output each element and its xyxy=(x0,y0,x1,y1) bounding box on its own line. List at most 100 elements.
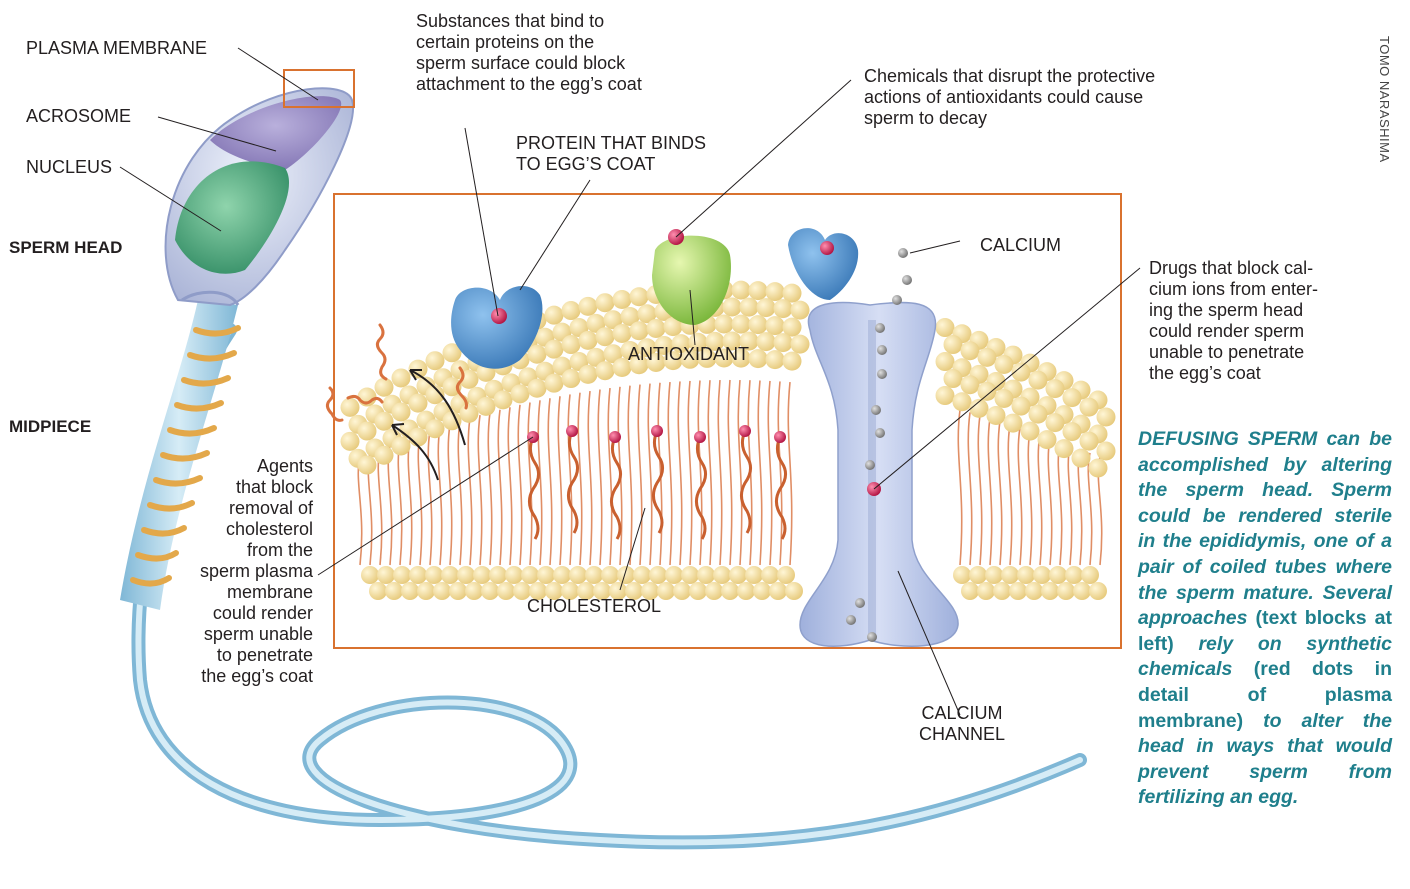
lipid-head xyxy=(585,566,603,584)
lipid-head xyxy=(630,287,649,306)
lipid-head xyxy=(1097,408,1116,427)
lipid-head xyxy=(749,315,768,334)
lipid-head xyxy=(766,350,785,369)
sperm-head xyxy=(166,88,353,305)
lipid-head xyxy=(392,368,411,387)
lipid-head xyxy=(665,566,683,584)
lipid-tail xyxy=(528,403,531,566)
lipid-head xyxy=(978,382,997,401)
lipid-tail xyxy=(1028,431,1031,565)
lipid-head xyxy=(596,293,615,312)
lipid-tail xyxy=(518,405,521,565)
lipid-head xyxy=(426,351,445,370)
lipid-tail xyxy=(678,381,681,565)
lipid-head xyxy=(713,566,731,584)
lipid-tail xyxy=(728,380,731,565)
lipid-head xyxy=(953,566,971,584)
lipid-head xyxy=(1009,582,1027,600)
lipid-head xyxy=(936,386,955,405)
lipid-head xyxy=(969,566,987,584)
lipid-head xyxy=(409,394,428,413)
lipid-head xyxy=(545,306,564,325)
lipid-head xyxy=(1089,582,1107,600)
lipid-head xyxy=(1041,582,1059,600)
lipid-head xyxy=(433,582,451,600)
lipid-tail xyxy=(608,388,611,565)
lipid-head xyxy=(681,566,699,584)
lipid-tail xyxy=(538,400,541,565)
lipid-tail xyxy=(648,384,651,565)
lipid-head xyxy=(497,582,515,600)
lipid-tail xyxy=(568,394,571,565)
lipid-tail xyxy=(1068,445,1071,565)
lipid-head xyxy=(579,365,598,384)
cholesterol-tail xyxy=(568,431,577,533)
lipid-head xyxy=(1063,422,1082,441)
lipid-head xyxy=(521,566,539,584)
label-acrosome: ACROSOME xyxy=(26,106,131,127)
lipid-tail xyxy=(458,421,461,565)
lipid-head xyxy=(1004,414,1023,433)
lipid-head xyxy=(737,582,755,600)
lipid-tail xyxy=(628,386,631,565)
lipid-head xyxy=(1080,398,1099,417)
lipid-tail xyxy=(668,382,671,565)
lipid-head xyxy=(740,298,759,317)
lipid-tail xyxy=(1008,424,1011,565)
lipid-head xyxy=(953,392,972,411)
lipid-head xyxy=(1065,566,1083,584)
lipid-head xyxy=(745,566,763,584)
lipid-tail xyxy=(1038,434,1041,565)
lipid-head xyxy=(579,331,598,350)
lipid-tail xyxy=(378,449,381,565)
lipid-head xyxy=(961,582,979,600)
lipid-head xyxy=(528,345,547,364)
lipid-head xyxy=(460,404,479,423)
lipid-tail xyxy=(418,434,421,565)
lipid-head xyxy=(673,582,691,600)
lipid-head xyxy=(697,566,715,584)
lipid-head xyxy=(369,582,387,600)
lipid-head xyxy=(449,582,467,600)
lipid-head xyxy=(596,361,615,380)
lipid-head xyxy=(1029,405,1048,424)
lipid-head xyxy=(721,582,739,600)
lipid-head xyxy=(425,566,443,584)
lipid-head xyxy=(785,582,803,600)
note-substances: Substances that bind to certain proteins… xyxy=(416,11,642,95)
label-calcium: CALCIUM xyxy=(980,235,1061,256)
lipid-head xyxy=(537,566,555,584)
lipid-head xyxy=(545,374,564,393)
lipid-head xyxy=(1025,582,1043,600)
lipid-head xyxy=(1073,582,1091,600)
cholesterol-red-dot xyxy=(651,425,663,437)
lipid-tail xyxy=(498,410,501,565)
label-protein-binds: PROTEIN THAT BINDS TO EGG’S COAT xyxy=(516,133,706,175)
cholesterol-red-dot xyxy=(566,425,578,437)
lipid-head xyxy=(766,316,785,335)
lipid-head xyxy=(1021,422,1040,441)
lipid-head xyxy=(705,582,723,600)
lipid-head xyxy=(409,428,428,447)
lipid-tail xyxy=(718,380,721,565)
lipid-head xyxy=(1072,449,1091,468)
lipid-tail xyxy=(468,418,471,565)
lipid-tail xyxy=(408,438,411,565)
lipid-head xyxy=(749,349,768,368)
lipid-head xyxy=(753,582,771,600)
label-cholesterol: CHOLESTEROL xyxy=(527,596,661,617)
lipid-head xyxy=(477,397,496,416)
lipid-head xyxy=(341,432,360,451)
lipid-tail xyxy=(708,380,711,565)
lipid-head xyxy=(757,298,776,317)
lipid-tail xyxy=(958,410,961,565)
lipid-head xyxy=(375,446,394,465)
lipid-head xyxy=(985,566,1003,584)
lipid-head xyxy=(505,566,523,584)
lipid-head xyxy=(715,315,734,334)
lipid-tail xyxy=(448,424,451,565)
label-calcium-channel: CALCIUM CHANNEL xyxy=(912,703,1012,745)
lipid-head xyxy=(961,375,980,394)
note-chemicals: Chemicals that disrupt the protective ac… xyxy=(864,66,1155,129)
note-agents: Agents that block removal of cholesterol… xyxy=(160,456,313,687)
